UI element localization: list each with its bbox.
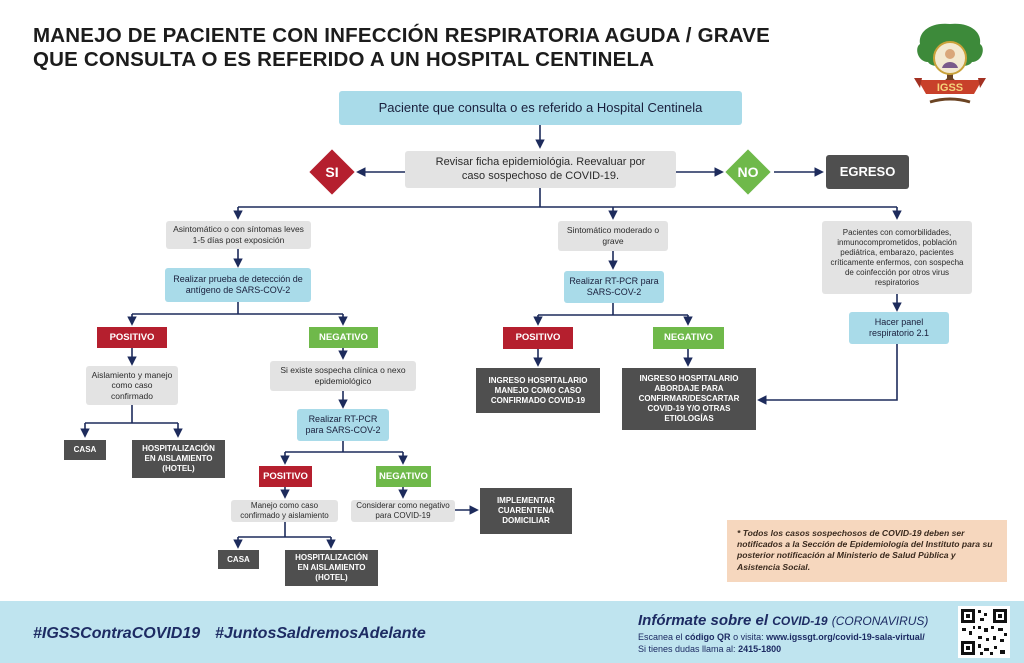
qr-code-icon[interactable]	[958, 606, 1010, 658]
hashtag-juntos: #JuntosSaldremosAdelante	[215, 625, 426, 642]
page-title: MANEJO DE PACIENTE CON INFECCIÓN RESPIRA…	[33, 24, 770, 72]
call-line: Si tienes dudas llama al: 2415-1800	[638, 644, 781, 654]
info-heading: Infórmate sobre el COVID-19 (CORONAVIRUS…	[638, 612, 928, 629]
manejo-node: Manejo como caso confirmado y aislamient…	[231, 500, 338, 522]
casa-2: CASA	[218, 550, 259, 569]
negativo-3: NEGATIVO	[653, 327, 724, 349]
positivo-1: POSITIVO	[97, 327, 167, 348]
call-number: 2415-1800	[738, 644, 782, 654]
egreso-node: EGRESO	[826, 155, 909, 189]
notification-note: * Todos los casos sospechosos de COVID-1…	[727, 520, 1007, 582]
scan-text-b: código QR	[685, 632, 731, 642]
scan-line: Escanea el código QR o visita: www.igssg…	[638, 632, 925, 642]
no-label: NO	[737, 164, 759, 180]
positivo-3: POSITIVO	[503, 327, 573, 349]
asintomatico-node: Asintomático o con síntomas leves 1-5 dí…	[166, 221, 311, 249]
scan-text-a: Escanea el	[638, 632, 683, 642]
antigen-test-node: Realizar prueba de detección de antígeno…	[165, 268, 311, 302]
aislamiento-node: Aislamiento y manejo como caso confirmad…	[86, 366, 178, 405]
footer-band	[0, 601, 1024, 663]
cuarentena-node: IMPLEMENTAR CUARENTENA DOMICILIAR	[480, 488, 572, 534]
hospitalizacion-1: HOSPITALIZACIÓN EN AISLAMIENTO (HOTEL)	[132, 440, 225, 478]
rtpcr-node-2: Realizar RT-PCR para SARS-COV-2	[564, 271, 664, 303]
si-label: SI	[325, 164, 339, 180]
title-line-1: MANEJO DE PACIENTE CON INFECCIÓN RESPIRA…	[33, 24, 770, 47]
logo-text: IGSS	[937, 82, 963, 94]
sospecha-node: Si existe sospecha clínica o nexo epidem…	[270, 361, 416, 391]
casa-1: CASA	[64, 440, 106, 460]
info-heading-c: (CORONAVIRUS)	[831, 614, 929, 628]
igss-logo-icon: IGSS	[910, 18, 990, 110]
info-heading-a: Infórmate sobre el	[638, 612, 769, 629]
considerar-node: Considerar como negativo para COVID-19	[351, 500, 455, 522]
positivo-2: POSITIVO	[259, 466, 312, 487]
review-node: Revisar ficha epidemiológia. Reevaluar p…	[405, 151, 676, 188]
ingreso-hospitalario-1: INGRESO HOSPITALARIO MANEJO COMO CASO CO…	[476, 368, 600, 413]
info-heading-b: COVID-19	[772, 614, 828, 628]
negativo-2: NEGATIVO	[376, 466, 431, 487]
negativo-1: NEGATIVO	[309, 327, 378, 348]
panel-respiratorio-node: Hacer panel respiratorio 2.1	[849, 312, 949, 344]
hospitalizacion-2: HOSPITALIZACIÓN EN AISLAMIENTO (HOTEL)	[285, 550, 378, 586]
scan-text-c: o visita:	[733, 632, 764, 642]
call-text: Si tienes dudas llama al:	[638, 644, 736, 654]
sintomatico-node: Sintomático moderado o grave	[558, 221, 668, 251]
hashtag-igss: #IGSSContraCOVID19	[33, 625, 201, 642]
scan-url-link[interactable]: www.igssgt.org/covid-19-sala-virtual/	[766, 632, 925, 642]
ingreso-hospitalario-2: INGRESO HOSPITALARIO ABORDAJE PARA CONFI…	[622, 368, 756, 430]
start-node: Paciente que consulta o es referido a Ho…	[339, 91, 742, 125]
comorbilidades-node: Pacientes con comorbilidades, inmunocomp…	[822, 221, 972, 294]
title-line-2: QUE CONSULTA O ES REFERIDO A UN HOSPITAL…	[33, 48, 655, 71]
rtpcr-node-1: Realizar RT-PCR para SARS-COV-2	[297, 409, 389, 441]
